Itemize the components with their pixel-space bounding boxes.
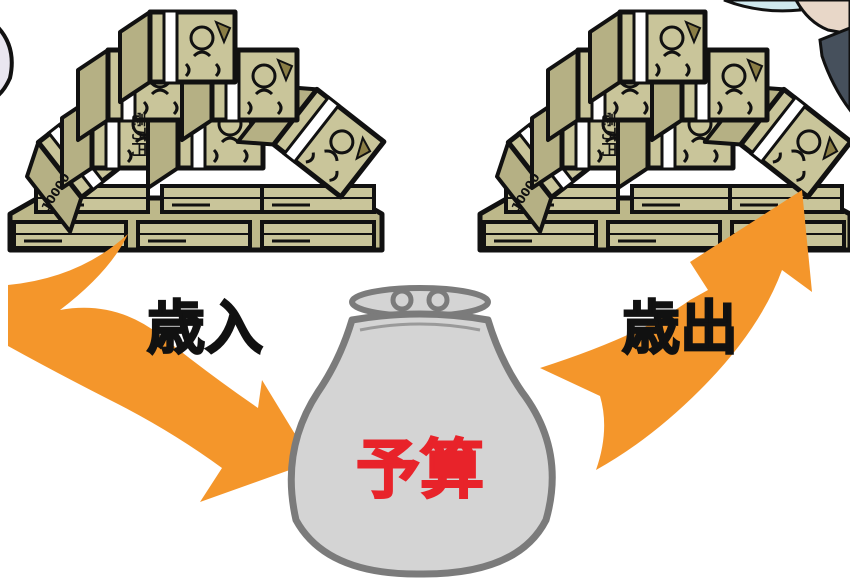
- bill-amount-text: 壱万円: [600, 112, 618, 157]
- expenditure-arrow: [540, 190, 812, 470]
- revenue-label: 歳入: [147, 294, 263, 362]
- expenditure-label: 歳出: [622, 294, 738, 362]
- purse: [287, 285, 556, 578]
- corner-figure-right: [723, 0, 850, 113]
- bill-amount-text: 壱万円: [130, 112, 148, 157]
- corner-figure-left: [0, 26, 14, 97]
- revenue-arrow: [8, 234, 312, 502]
- money-pile-left-base: [7, 184, 385, 253]
- budget-label: 予算: [356, 434, 484, 508]
- money-pile-left: 壱万円 10000: [7, 11, 385, 253]
